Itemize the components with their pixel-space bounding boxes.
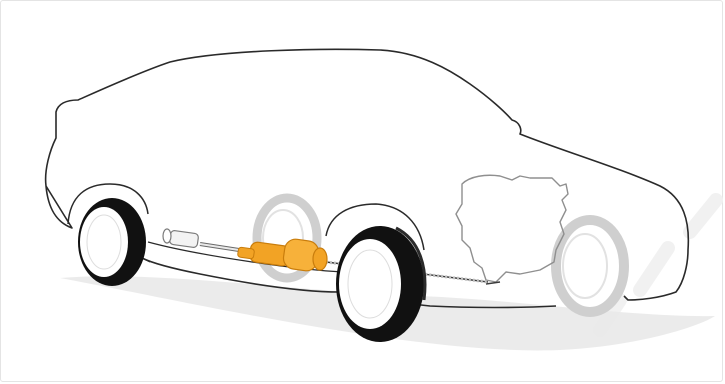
front-wheel: [78, 198, 146, 286]
ghost-wheel-right: [556, 220, 624, 312]
tailpipe: [163, 229, 199, 248]
